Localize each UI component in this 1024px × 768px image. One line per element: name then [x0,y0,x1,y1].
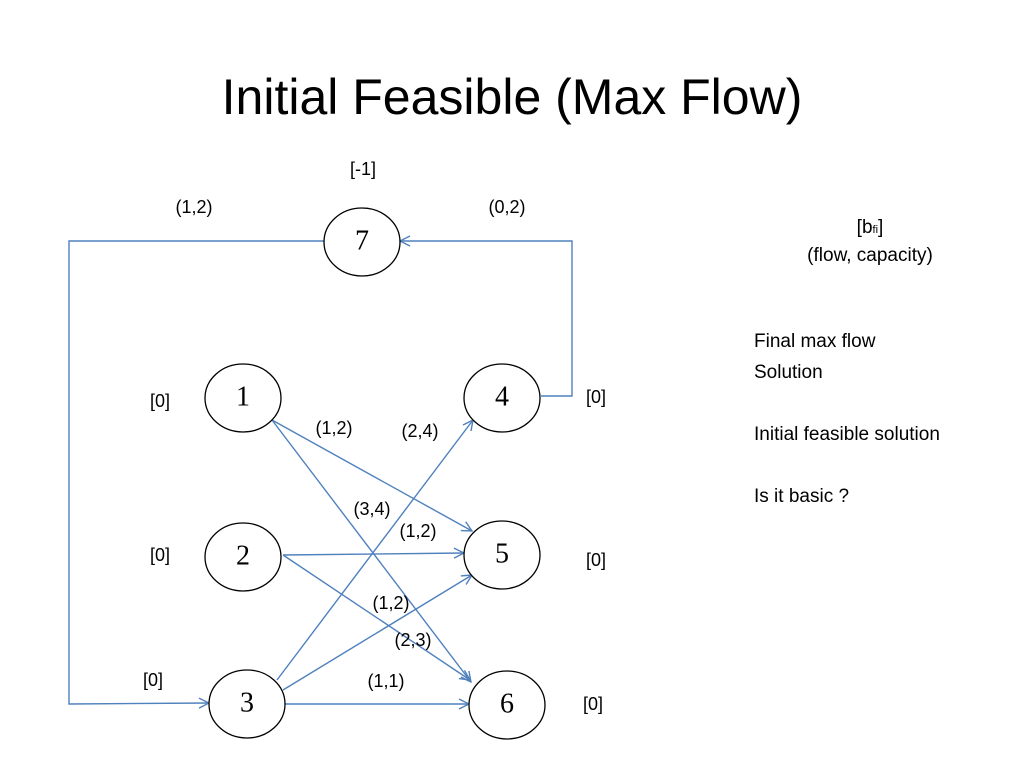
node-5-label: 5 [495,538,509,569]
note-line: Initial feasible solution [754,424,940,445]
legend-supply-notation: [bfi] [856,217,884,238]
node-layer: 7 1 2 3 4 5 6 [204,207,546,740]
node-6-label: 6 [500,688,514,719]
edge-7-to-3-label: (1,2) [175,197,212,217]
edge-3-to-6-label: (1,1) [367,671,404,691]
node-3-label: 3 [240,687,254,718]
note-line: Final max flow [754,331,876,352]
notes-list: Final max flow Solution Initial feasible… [754,326,1014,512]
edge-4-to-7-label: (0,2) [488,197,525,217]
note-line: Solution [754,362,823,383]
legend: [bfi] (flow, capacity) [760,215,980,269]
edge-3-to-5-label: (1,2) [372,593,409,613]
node-2-label: 2 [236,540,250,571]
note-spacer [754,388,1014,419]
edge-3-to-5 [282,575,472,691]
node-1-supply: [0] [150,391,170,411]
edge-1-to-6 [271,419,471,682]
edge-2-to-6 [282,554,470,680]
node-2-supply: [0] [150,545,170,565]
edge-1-to-6-label: (3,4) [353,499,390,519]
label-layer: (1,2) (0,2) (1,2) (2,4) (3,4) (1,2) (1,2) (2,3)… [143,159,606,714]
node-6-supply: [0] [583,694,603,714]
edge-2-to-6-label: (2,3) [394,630,431,650]
legend-subscript: fi [872,224,879,236]
legend-flow-capacity: (flow, capacity) [807,245,933,266]
slide-title: Initial Feasible (Max Flow) [221,69,803,125]
node-3-circle [208,669,286,739]
node-6-circle [468,670,546,740]
note-line: Is it basic ? [754,486,850,507]
edge-1-to-5 [271,419,472,531]
edge-2-to-5-label: (1,2) [399,521,436,541]
node-2-circle [204,522,282,592]
node-5-circle [463,520,541,590]
edge-layer [68,240,573,704]
node-7-label: 7 [355,225,369,256]
node-4-supply: [0] [586,387,606,407]
node-5-supply: [0] [586,550,606,570]
edge-3-to-4 [276,420,473,681]
node-7-supply: [-1] [350,159,376,179]
edge-3-to-4-label: (2,4) [401,421,438,441]
edge-7-to-3 [68,240,324,704]
node-1-circle [204,363,282,433]
note-spacer [754,450,1014,481]
edge-2-to-5 [282,553,464,555]
node-3-supply: [0] [143,670,163,690]
edge-4-to-7 [400,241,573,397]
node-7-circle [323,207,401,277]
node-1-label: 1 [236,381,250,412]
node-4-label: 4 [495,381,509,412]
node-4-circle [463,363,541,433]
edge-1-to-5-label: (1,2) [315,418,352,438]
